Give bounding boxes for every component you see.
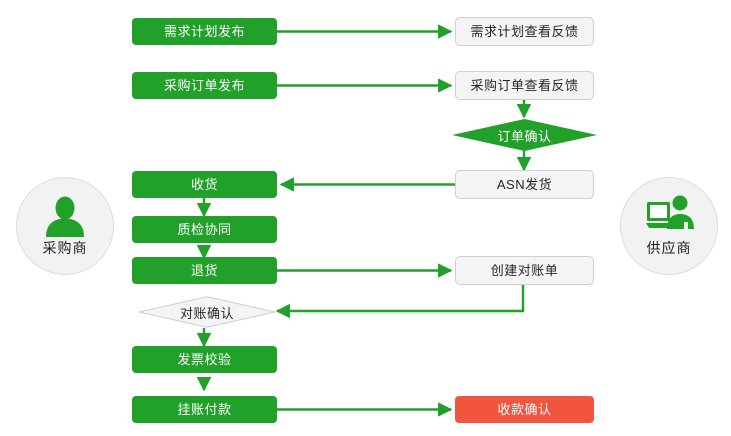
- node-label: 挂账付款: [177, 402, 232, 417]
- edge-create-statement-to-statement-confirm: [275, 285, 525, 319]
- node-create-statement[interactable]: 创建对账单: [455, 256, 594, 285]
- node-asn-shipment[interactable]: ASN发货: [455, 170, 594, 199]
- actor-buyer: 采购商: [16, 177, 114, 275]
- actor-supplier-label: 供应商: [646, 239, 692, 256]
- node-label: 需求计划发布: [163, 24, 245, 39]
- node-label: 发票校验: [177, 352, 232, 367]
- node-demand-plan-feedback[interactable]: 需求计划查看反馈: [455, 17, 594, 46]
- node-order-confirm[interactable]: 订单确认: [452, 119, 597, 151]
- node-label: 退货: [190, 263, 218, 278]
- node-label: 创建对账单: [490, 263, 559, 278]
- node-invoice-verify[interactable]: 发票校验: [132, 346, 277, 373]
- node-label: 收货: [190, 177, 218, 192]
- node-quality-collaboration[interactable]: 质检协同: [132, 216, 277, 243]
- person-at-computer-icon: [645, 195, 694, 237]
- node-pending-payment[interactable]: 挂账付款: [132, 396, 277, 423]
- node-label: 对账确认: [179, 305, 234, 321]
- person-icon: [41, 195, 89, 237]
- node-label: 收款确认: [497, 402, 552, 417]
- actor-supplier: 供应商: [620, 177, 718, 275]
- node-label: 订单确认: [497, 128, 552, 144]
- node-label: ASN发货: [496, 177, 553, 192]
- node-label: 质检协同: [177, 222, 232, 237]
- node-label: 采购订单查看反馈: [470, 78, 579, 93]
- node-goods-receipt[interactable]: 收货: [132, 171, 277, 198]
- node-receipt-confirm[interactable]: 收款确认: [455, 396, 594, 423]
- actor-buyer-label: 采购商: [42, 239, 88, 256]
- node-purchase-order-feedback[interactable]: 采购订单查看反馈: [455, 71, 594, 100]
- node-statement-confirm[interactable]: 对账确认: [138, 296, 276, 328]
- node-return-goods[interactable]: 退货: [132, 257, 277, 284]
- node-label: 需求计划查看反馈: [470, 24, 579, 39]
- node-demand-plan-publish[interactable]: 需求计划发布: [132, 18, 277, 45]
- node-purchase-order-publish[interactable]: 采购订单发布: [132, 72, 277, 99]
- node-label: 采购订单发布: [163, 78, 245, 93]
